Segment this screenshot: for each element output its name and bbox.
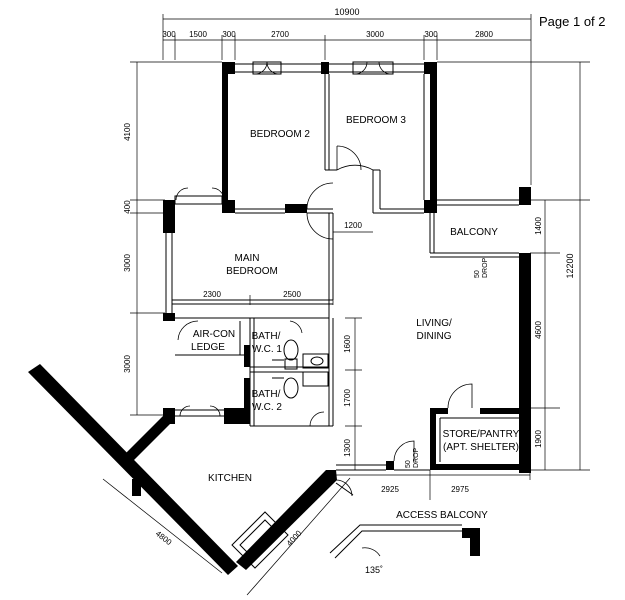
dim-right-1: 1400 (534, 217, 543, 235)
label-bath-2: BATH/ (252, 389, 281, 400)
dim-top-6: 300 (424, 30, 438, 39)
label-bath-1: BATH/ (252, 331, 281, 342)
dim-2300: 2300 (203, 290, 221, 299)
dim-1200: 1200 (344, 221, 362, 230)
dim-2500: 2500 (283, 290, 301, 299)
annotations: 50 DROP 50 DROP 135˚ (365, 257, 489, 575)
drop-balcony-label: DROP (482, 257, 489, 278)
dim-left-2: 400 (123, 200, 132, 214)
label-shelter: (APT. SHELTER) (443, 442, 519, 453)
dim-top-1: 300 (162, 30, 176, 39)
dim-right-total: 12200 (565, 253, 575, 278)
label-wc-1: W.C. 1 (252, 344, 282, 355)
label-dining: DINING (417, 331, 452, 342)
label-wc-2: W.C. 2 (252, 402, 282, 413)
dim-1300: 1300 (343, 439, 352, 457)
dim-top-2: 1500 (189, 30, 207, 39)
drop-balcony-value: 50 (474, 270, 481, 278)
angle-label: 135˚ (365, 565, 383, 575)
dimension-lines (102, 14, 590, 596)
doors (174, 61, 473, 557)
dim-top-total: 10900 (334, 7, 359, 17)
label-bedroom-3: BEDROOM 3 (346, 115, 406, 126)
dim-left-4: 3000 (123, 355, 132, 373)
dimension-labels: 10900 300 1500 300 2700 3000 300 2800 41… (123, 7, 575, 548)
dim-1700: 1700 (343, 389, 352, 407)
dim-top-3: 300 (222, 30, 236, 39)
label-living: LIVING/ (416, 318, 452, 329)
label-store: STORE/PANTRY (443, 429, 520, 440)
dim-4800: 4800 (154, 529, 174, 547)
label-ledge: LEDGE (191, 342, 225, 353)
drop-access-value: 50 (405, 460, 412, 468)
label-aircon: AIR-CON (193, 329, 235, 340)
partitions (165, 63, 526, 569)
dim-top-4: 2700 (271, 30, 289, 39)
dim-left-3: 3000 (123, 254, 132, 272)
walls (28, 62, 531, 575)
dim-2975: 2975 (451, 485, 469, 494)
label-main: MAIN (235, 253, 260, 264)
label-balcony: BALCONY (450, 227, 498, 238)
dim-top-7: 2800 (475, 30, 493, 39)
dim-top-5: 3000 (366, 30, 384, 39)
label-main-bedroom: BEDROOM (226, 266, 278, 277)
dim-left-1: 4100 (123, 123, 132, 141)
bath-fixtures (272, 339, 329, 399)
label-bedroom-2: BEDROOM 2 (250, 129, 310, 140)
room-labels: BEDROOM 2 BEDROOM 3 MAIN BEDROOM BALCONY… (191, 115, 520, 521)
drop-access-label: DROP (413, 447, 420, 468)
dim-right-3: 1900 (534, 430, 543, 448)
dim-1600: 1600 (343, 335, 352, 353)
page-label: Page 1 of 2 (539, 14, 606, 29)
label-kitchen: KITCHEN (208, 473, 252, 484)
dim-2925: 2925 (381, 485, 399, 494)
dim-right-2: 4600 (534, 321, 543, 339)
label-access-balcony: ACCESS BALCONY (396, 510, 488, 521)
dim-4000: 4000 (285, 528, 304, 548)
